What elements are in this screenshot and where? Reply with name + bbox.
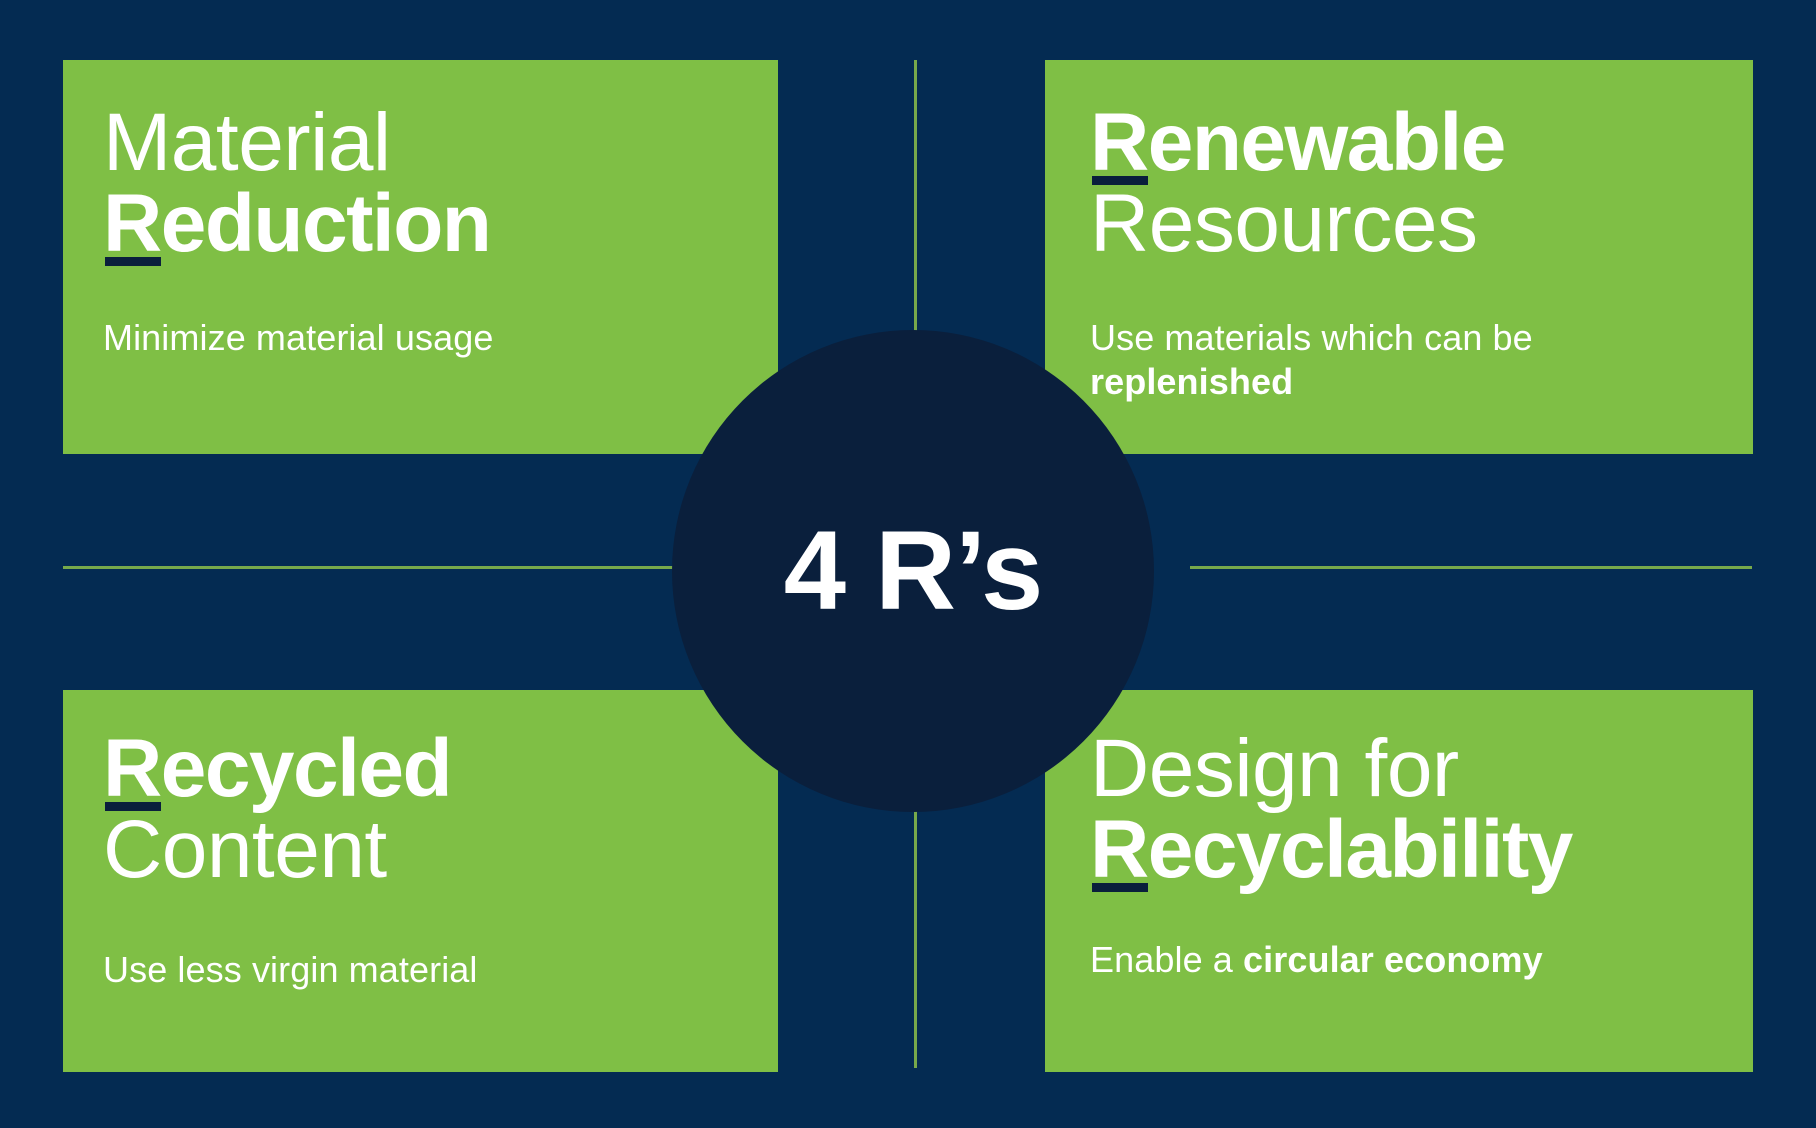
title-line-1: Recycled — [103, 723, 478, 814]
title-line-1: Renewable — [1090, 97, 1650, 188]
divider-vertical-bottom — [914, 700, 917, 1068]
card-renewable-resources-title: Renewable Resources — [1090, 97, 1650, 270]
card-material-reduction-title: Material Reduction — [103, 97, 493, 270]
card-renewable-resources[interactable]: Renewable Resources Use materials which … — [1045, 60, 1753, 454]
card-design-recyclability-title: Design for Recyclability — [1090, 723, 1573, 896]
title-line-2: Content — [103, 804, 387, 896]
subcopy-bold: replenished — [1090, 361, 1294, 403]
subcopy-bold: circular economy — [1243, 939, 1543, 981]
title-line-1: Design for — [1090, 723, 1459, 814]
title-line-2-underlined: Reduction — [103, 178, 492, 270]
divider-horizontal-right — [1190, 566, 1752, 569]
subcopy-plain: Enable a — [1090, 939, 1244, 981]
card-material-reduction[interactable]: Material Reduction Minimize material usa… — [63, 60, 778, 454]
card-design-recyclability-content: Design for Recyclability Enable a circul… — [1090, 723, 1573, 982]
card-recycled-content-content: Recycled Content Use less virgin materia… — [103, 723, 478, 992]
card-renewable-resources-content: Renewable Resources Use materials which … — [1090, 97, 1650, 404]
title-line-2: Resources — [1090, 178, 1478, 270]
divider-horizontal-left — [63, 566, 683, 569]
subcopy-plain: Use less virgin material — [103, 949, 478, 991]
divider-vertical-top — [914, 60, 917, 420]
card-recycled-content[interactable]: Recycled Content Use less virgin materia… — [63, 690, 778, 1072]
center-hub-label: 4 R’s — [783, 508, 1044, 633]
title-line-1-underlined: Renewable — [1090, 97, 1506, 188]
title-line-1-underlined: Recycled — [103, 723, 453, 814]
title-line-2: Recyclability — [1090, 804, 1573, 896]
title-line-2-underlined: Recyclability — [1090, 804, 1573, 896]
card-recycled-content-title: Recycled Content — [103, 723, 478, 896]
subcopy-plain: Use materials which can be — [1090, 317, 1533, 359]
title-line-2: Reduction — [103, 178, 493, 270]
card-material-reduction-content: Material Reduction Minimize material usa… — [103, 97, 493, 360]
subcopy-plain: Minimize material usage — [103, 317, 494, 359]
title-line-1: Material — [103, 97, 391, 188]
center-hub-circle: 4 R’s — [672, 330, 1154, 812]
card-renewable-resources-subcopy: Use materials which can be replenished — [1090, 316, 1650, 404]
card-design-recyclability-subcopy: Enable a circular economy — [1090, 938, 1572, 982]
card-material-reduction-subcopy: Minimize material usage — [103, 316, 493, 360]
card-recycled-content-subcopy: Use less virgin material — [103, 948, 478, 992]
card-design-recyclability[interactable]: Design for Recyclability Enable a circul… — [1045, 690, 1753, 1072]
